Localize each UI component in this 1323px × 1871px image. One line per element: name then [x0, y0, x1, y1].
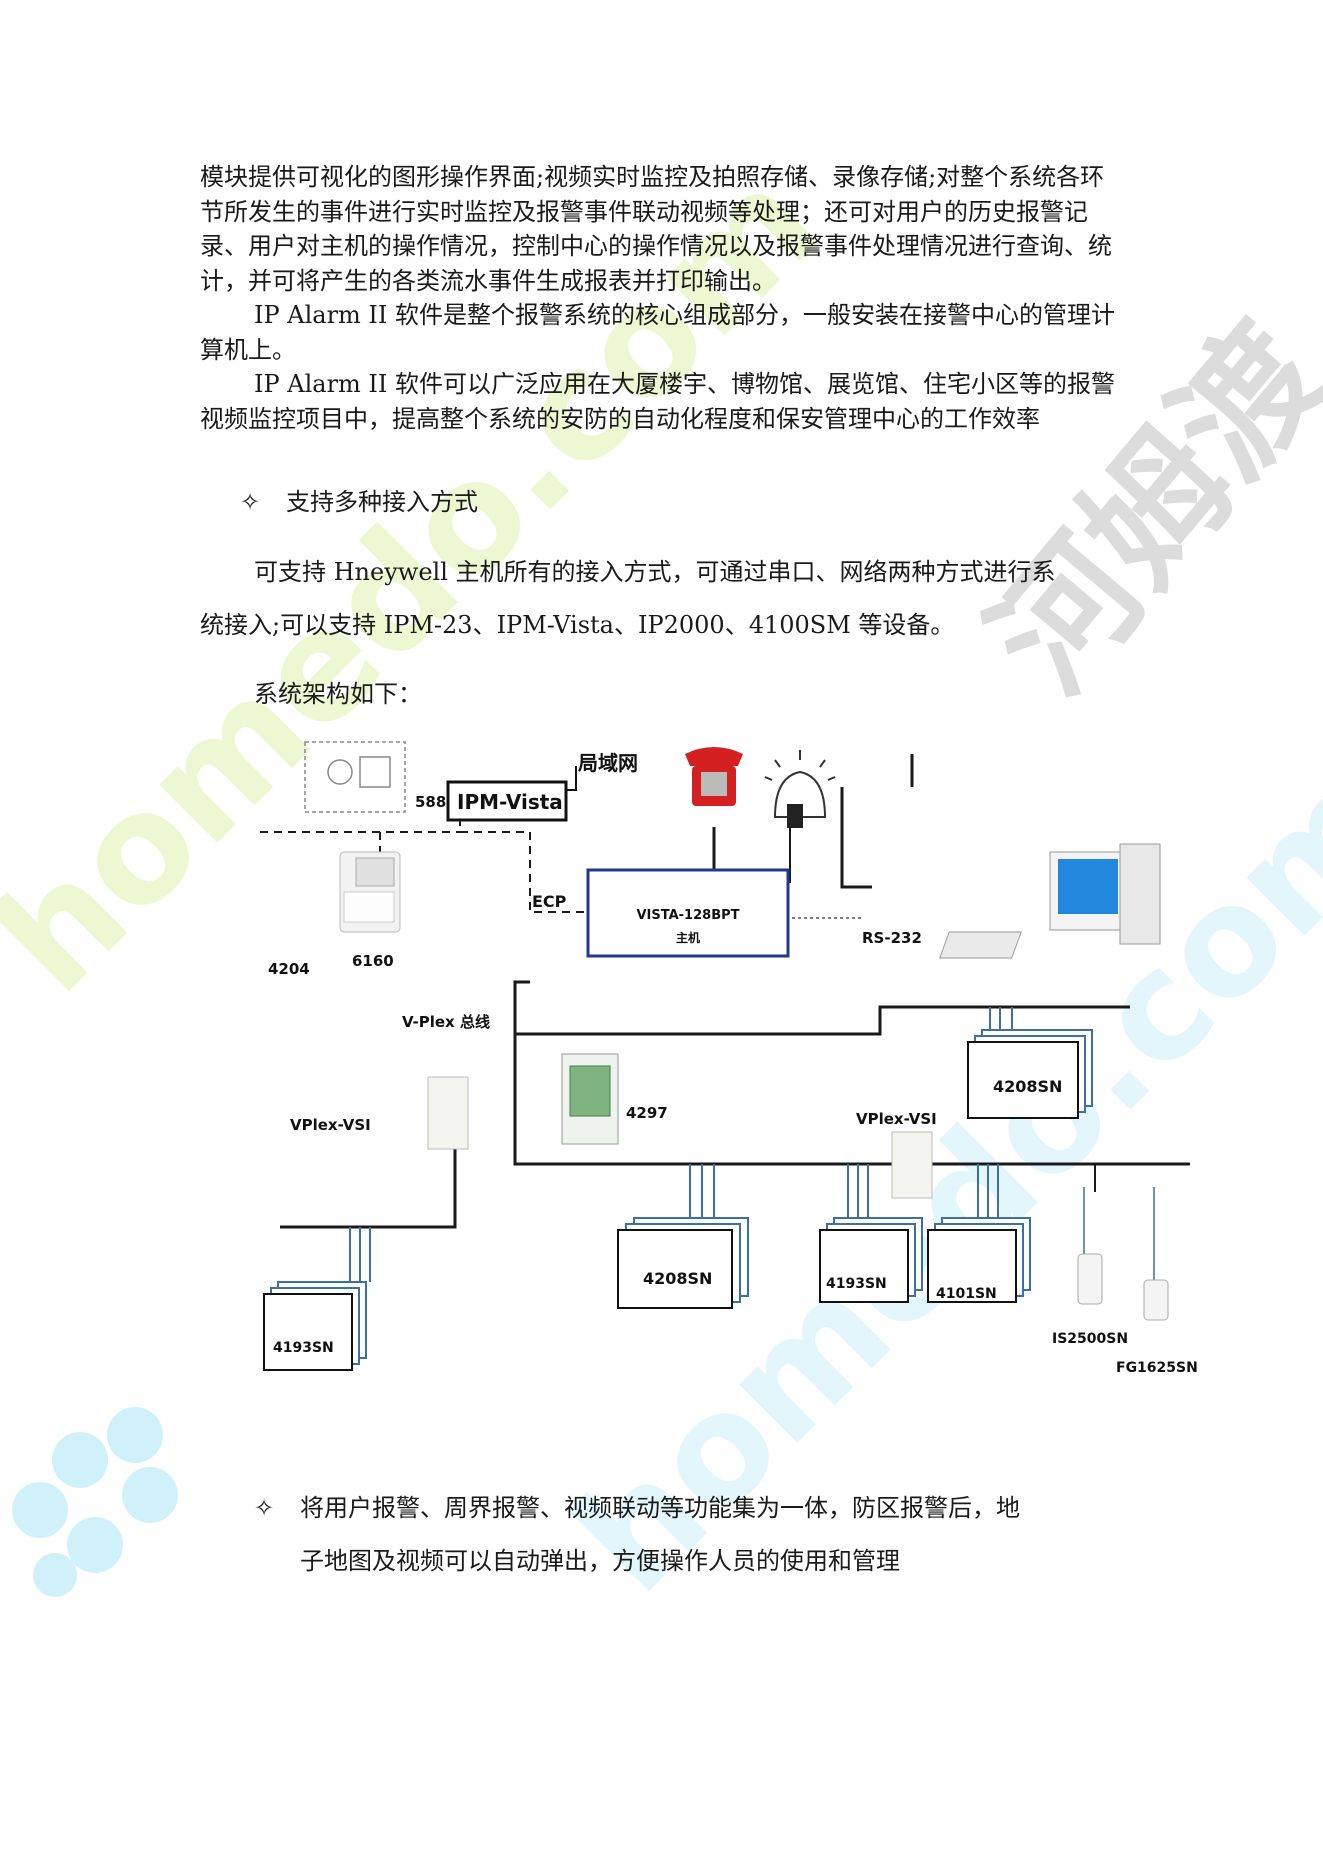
bullet-access-methods: ✧ 支持多种接入方式: [240, 482, 478, 517]
module-4297-icon: [561, 1053, 619, 1145]
lan-hook: [840, 877, 872, 889]
label-4204: 4204: [268, 960, 310, 978]
bullet-integration-line-1: ✧ 将用户报警、周界报警、视频联动等功能集为一体，防区报警后，地: [254, 1488, 1020, 1523]
vplex-vsi-left-device: [427, 1076, 469, 1150]
access-line-2: 统接入;可以支持 IPM-23、IPM-Vista、IP2000、4100SM …: [200, 611, 955, 639]
access-line-1: 可支持 Hneywell 主机所有的接入方式，可通过串口、网络两种方式进行系: [254, 558, 1056, 586]
label-vista-model: VISTA-128BPT: [636, 908, 739, 923]
is2500sn-detector: [1077, 1253, 1103, 1305]
watermark-logo-icon: [12, 1407, 178, 1597]
label-4297: 4297: [626, 1104, 668, 1122]
ipm-vista-box: [446, 780, 568, 822]
module-4208sn-mid: [617, 1164, 749, 1309]
vplex-main-bus: [513, 980, 1190, 1166]
intro-paragraph-2: IP Alarm II 软件是整个报警系统的核心组成部分，一般安装在接警中心的管…: [200, 301, 1116, 364]
architecture-intro: 系统架构如下：: [254, 680, 422, 708]
label-ecp: ECP: [532, 892, 567, 911]
module-5882-icon: [304, 741, 406, 813]
system-architecture-diagram: 5882 IPM-Vista 局域网 6160 4204 ECP: [260, 741, 1198, 1376]
label-ipm-vista: IPM-Vista: [457, 790, 563, 814]
bullet-icon: ✧: [254, 1494, 275, 1522]
module-4101sn: [927, 1164, 1031, 1303]
label-lan: 局域网: [577, 751, 638, 775]
label-vplex-vsi-left: VPlex-VSI: [290, 1116, 371, 1134]
module-4208sn-top: [967, 1007, 1093, 1119]
intro-paragraph-3: IP Alarm II 软件可以广泛应用在大厦楼宇、博物馆、展览馆、住宅小区等的…: [200, 370, 1116, 433]
label-fg1625sn: FG1625SN: [1116, 1360, 1198, 1376]
telephone-icon: [685, 747, 743, 806]
label-rs232: RS-232: [862, 929, 922, 947]
label-5882: 5882: [415, 793, 457, 811]
label-4208sn-mid: 4208SN: [643, 1269, 712, 1288]
bullet-access-methods-text: 支持多种接入方式: [286, 488, 478, 516]
label-6160: 6160: [352, 952, 394, 970]
label-4208sn-top: 4208SN: [993, 1077, 1062, 1096]
label-vista-sub: 主机: [676, 930, 700, 945]
fg1625sn-detector: [1143, 1279, 1169, 1321]
label-4193sn-mid: 4193SN: [826, 1276, 887, 1292]
vplex-left-bus: [280, 1147, 457, 1229]
bullet-integration-line-2: 子地图及视频可以自动弹出，方便操作人员的使用和管理: [300, 1547, 900, 1575]
vista-host-box: [586, 868, 790, 958]
module-4193sn-left: [263, 1227, 371, 1371]
keypad-6160-icon: [339, 851, 401, 933]
vplex-vsi-right-device: [891, 1131, 933, 1199]
label-is2500sn: IS2500SN: [1052, 1331, 1128, 1347]
label-vplex-vsi-right: VPlex-VSI: [856, 1110, 937, 1128]
vplex-upper-bus: [515, 1005, 1130, 1036]
bullet-icon: ✧: [240, 488, 261, 516]
label-4101sn: 4101SN: [936, 1286, 997, 1302]
module-4193sn-mid: [819, 1164, 923, 1303]
label-vplex-bus: V-Plex 总线: [402, 1013, 490, 1031]
diagram-wires: [280, 754, 1190, 1229]
ipm-lan-link: [566, 766, 577, 791]
label-4193sn-left: 4193SN: [273, 1340, 334, 1356]
dashed-ecp: [460, 831, 590, 913]
bullet-integration-text-1: 将用户报警、周界报警、视频联动等功能集为一体，防区报警后，地: [300, 1494, 1020, 1522]
computer-icon: [939, 843, 1161, 959]
alarm-bell-icon: [764, 750, 836, 828]
intro-paragraph-1: 模块提供可视化的图形操作界面;视频实时监控及拍照存储、录像存储;对整个系统各环节…: [200, 163, 1112, 295]
